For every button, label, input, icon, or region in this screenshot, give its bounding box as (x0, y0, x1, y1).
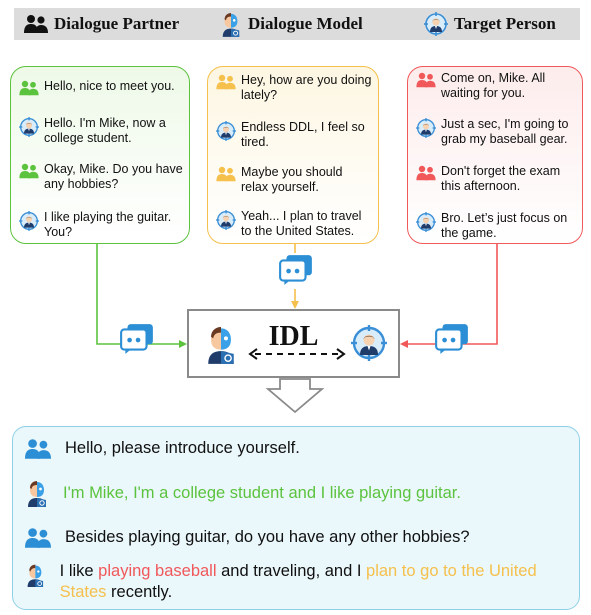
chat-bubbles-icon (434, 323, 470, 355)
dialogue-message: Just a sec, I'm going to grab my basebal… (416, 117, 576, 147)
message-text: Yeah... I plan to travel to the United S… (241, 209, 362, 238)
legend-partner-label: Dialogue Partner (54, 14, 180, 33)
robot-human-head-icon (25, 561, 46, 589)
partner-question: Besides playing guitar, do you have any … (65, 528, 470, 546)
dialogue-panel-green: Hello, nice to meet you. Hello. I'm Mike… (10, 66, 190, 244)
dialogue-message: Hey, how are you doing lately? (216, 73, 372, 103)
dialogue-message: Okay, Mike. Do you have any hobbies? (19, 162, 183, 192)
model-answer: I like playing baseball and traveling, a… (60, 561, 571, 603)
output-dialogue-panel: Hello, please introduce yourself. I'm Mi… (12, 426, 580, 610)
legend-bar: Dialogue Partner Dialogue Model Target P… (14, 8, 580, 40)
highlight-travel: plan to go to the United States (59, 562, 537, 601)
green-connector (96, 244, 183, 345)
answer-text: I like (59, 562, 99, 580)
dialogue-message: Come on, Mike. All waiting for you. (416, 71, 576, 101)
connector-lines (96, 244, 498, 414)
model-answer: I'm Mike, I'm a college student and I li… (63, 484, 461, 502)
message-text: Hello. I'm Mike, now a college student. (44, 116, 166, 145)
legend-target-label: Target Person (454, 14, 556, 33)
legend-partner: Dialogue Partner (24, 8, 179, 40)
dialogue-panel-red: Come on, Mike. All waiting for you. Just… (407, 66, 583, 244)
yellow-arrowhead (291, 301, 299, 309)
message-text: Don't forget the exam this afternoon. (441, 164, 561, 193)
message-text: Just a sec, I'm going to grab my basebal… (441, 117, 569, 146)
message-text: Maybe you should relax yourself. (241, 165, 343, 194)
green-arrowhead (179, 340, 187, 348)
people-icon (25, 438, 51, 460)
dialogue-message: Yeah... I plan to travel to the United S… (216, 209, 372, 239)
dialogue-message: Hello, nice to meet you. (19, 79, 183, 96)
legend-model-label: Dialogue Model (248, 14, 363, 33)
dialogue-message: Maybe you should relax yourself. (216, 165, 372, 195)
legend-model: Dialogue Model (220, 8, 363, 40)
answer-text: and traveling, and I (216, 562, 367, 580)
partner-question: Hello, please introduce yourself. (65, 439, 300, 457)
dialogue-message: Endless DDL, I feel so tired. (216, 120, 372, 150)
red-arrowhead (400, 340, 408, 348)
message-text: Come on, Mike. All waiting for you. (441, 71, 546, 100)
idl-label: IDL (268, 321, 319, 352)
message-text: Bro. Let’s just focus on the game. (441, 211, 568, 240)
dialogue-message: Bro. Let’s just focus on the game. (416, 211, 576, 241)
message-text: Okay, Mike. Do you have any hobbies? (44, 162, 183, 191)
message-text: I like playing the guitar. You? (44, 210, 172, 239)
dialogue-message: Hello. I'm Mike, now a college student. (19, 116, 183, 146)
dialogue-message: Don't forget the exam this afternoon. (416, 164, 576, 194)
red-connector (404, 244, 498, 345)
dialogue-turn-partner: Hello, please introduce yourself. (25, 438, 571, 460)
message-text: Hey, how are you doing lately? (241, 73, 372, 102)
chat-bubbles-icon (278, 254, 314, 286)
people-icon (25, 527, 51, 549)
legend-target: Target Person (424, 8, 556, 40)
bidirectional-arrow (248, 348, 346, 360)
dialogue-turn-model: I like playing baseball and traveling, a… (25, 561, 571, 603)
robot-human-head-icon (25, 479, 49, 507)
dialogue-turn-partner: Besides playing guitar, do you have any … (25, 527, 571, 549)
answer-text: recently. (106, 583, 173, 601)
dialogue-panel-yellow: Hey, how are you doing lately? Endless D… (207, 66, 379, 244)
down-arrow (265, 378, 325, 414)
dialogue-turn-model: I'm Mike, I'm a college student and I li… (25, 479, 571, 507)
message-text: Hello, nice to meet you. (44, 79, 175, 93)
target-person-icon (351, 325, 387, 361)
dialogue-message: I like playing the guitar. You? (19, 210, 183, 240)
highlight-baseball: playing baseball (98, 562, 217, 580)
idl-box: IDL (187, 309, 400, 378)
message-text: Endless DDL, I feel so tired. (241, 120, 365, 149)
chat-bubbles-icon (119, 323, 155, 355)
